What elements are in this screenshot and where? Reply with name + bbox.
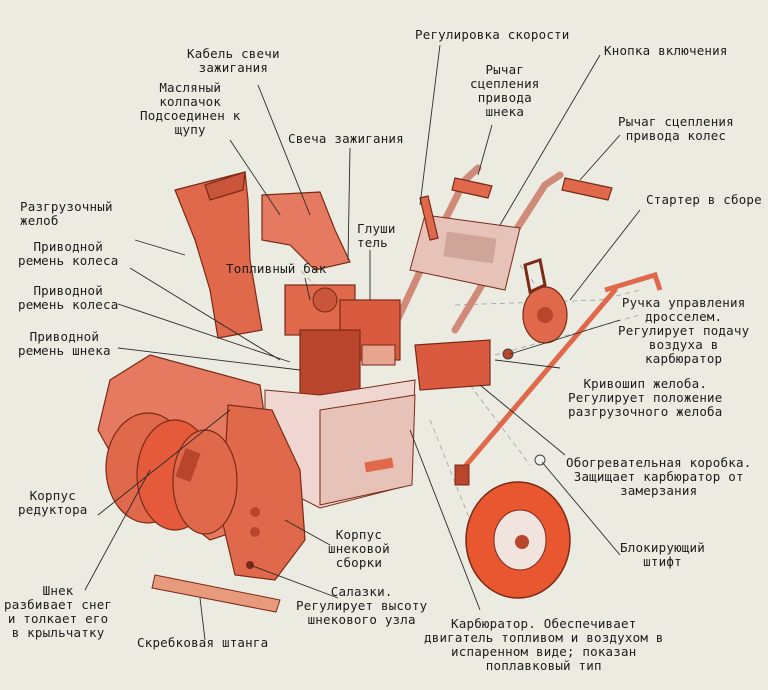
label-spark-plug-cable: Кабель свечи зажигания: [187, 46, 280, 75]
label-locking-pin: Блокирующий штифт: [620, 540, 705, 569]
label-wheel-belt-1: Приводной ремень колеса: [18, 239, 119, 268]
label-auger-clutch-lever: Рычаг сцепления привода шнека: [470, 62, 540, 119]
heater-box: [414, 339, 491, 391]
speed-lever: [419, 195, 439, 241]
chassis-side: [319, 394, 416, 506]
label-scraper-bar: Скребковая штанга: [137, 635, 269, 650]
label-auger: Шнек разбивает снег и толкает его в крыл…: [4, 583, 113, 640]
engine: [284, 284, 401, 401]
starter-assembly: [522, 258, 568, 344]
label-discharge-chute: Разгрузочный желоб: [20, 199, 113, 228]
label-auger-belt: Приводной ремень шнека: [18, 329, 111, 358]
label-heater-box: Обогревательная коробка. Защищает карбюр…: [566, 455, 752, 498]
label-speed-control: Регулировка скорости: [415, 27, 570, 42]
label-power-button: Кнопка включения: [604, 43, 728, 58]
auger-clutch-grip: [451, 177, 493, 199]
leader-lines: [84, 44, 641, 641]
label-chute-crank: Кривошип желоба. Регулирует положение ра…: [568, 376, 723, 419]
auger: [105, 412, 238, 535]
throttle-knob: [502, 348, 514, 360]
label-spark-plug: Свеча зажигания: [288, 131, 404, 146]
discharge-chute: [174, 171, 263, 339]
control-panel-slot: [443, 231, 497, 264]
label-gearbox: Корпус редуктора: [18, 488, 88, 517]
label-oil-cap: Масляный колпачок Подсоединен к щупу: [140, 80, 241, 137]
label-wheel-clutch-lever: Рычаг сцепления привода колес: [618, 114, 734, 143]
chassis-slot: [364, 457, 394, 473]
label-skids: Салазки. Регулирует высоту шнекового узл…: [296, 584, 428, 627]
chute-crank: [454, 271, 663, 486]
wheel: [465, 481, 571, 599]
label-fuel-tank: Топливный бак: [226, 261, 327, 276]
wheel-clutch-grip: [561, 177, 613, 201]
label-wheel-belt-2: Приводной ремень колеса: [18, 283, 119, 312]
label-starter-assembly: Стартер в сборе: [646, 192, 762, 207]
label-auger-housing: Корпус шнековой сборки: [328, 527, 390, 570]
chute-deflector: [261, 191, 351, 271]
label-muffler: Глуши тель: [357, 221, 396, 250]
label-throttle-control: Ручка управления дросселем. Регулирует п…: [618, 295, 750, 366]
scraper-bar: [151, 574, 281, 613]
label-carburetor: Карбюратор. Обеспечивает двигатель топли…: [424, 616, 664, 673]
